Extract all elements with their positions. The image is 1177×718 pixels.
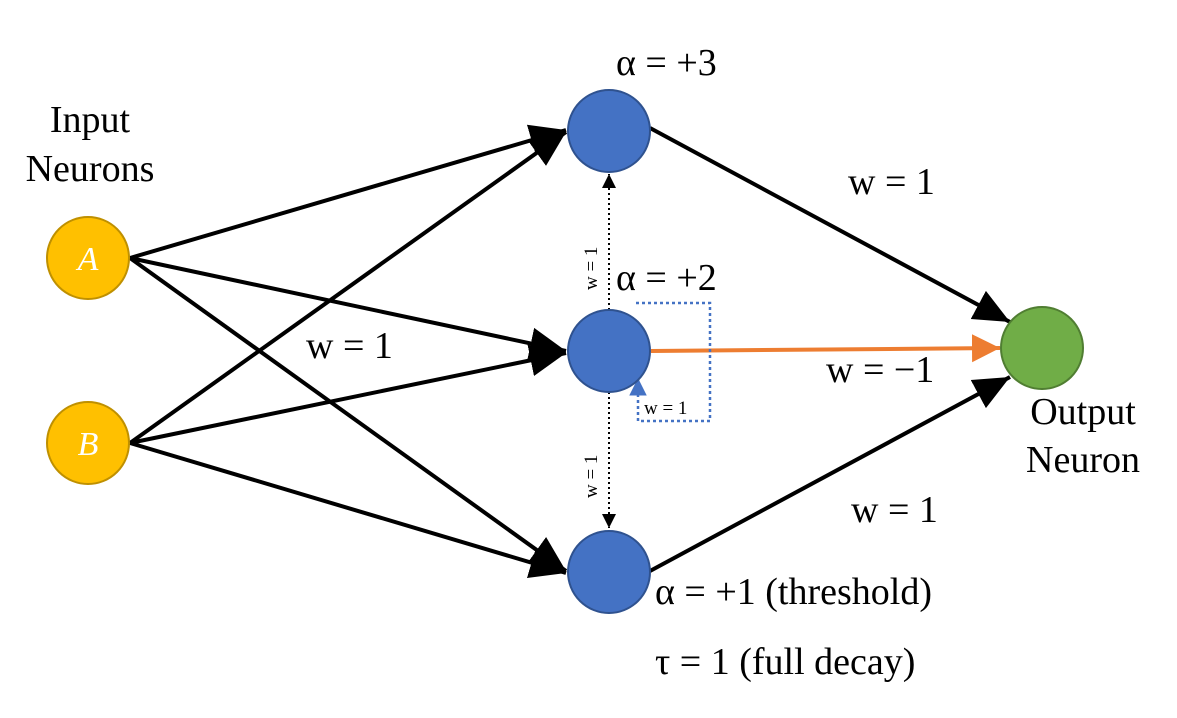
edge-a-to-mid bbox=[129, 256, 567, 360]
edge-top-to-output bbox=[649, 126, 1011, 324]
hidden-node-top bbox=[567, 89, 651, 173]
input-node-b: B bbox=[46, 401, 130, 485]
alpha-mid-label: α = +2 bbox=[616, 257, 717, 299]
input-node-a: A bbox=[46, 216, 130, 300]
weight-bottom-output-label: w = 1 bbox=[851, 489, 938, 531]
edge-b-to-mid bbox=[129, 344, 567, 445]
input-node-b-circle bbox=[46, 401, 130, 485]
alpha-bottom-label: α = +1 (threshold) bbox=[655, 571, 932, 613]
edge-b-to-bottom bbox=[129, 441, 567, 579]
weight-vertical-down-label: w = 1 bbox=[581, 455, 602, 498]
input-node-a-circle bbox=[46, 216, 130, 300]
weight-inputs-label: w = 1 bbox=[306, 325, 393, 367]
weight-mid-output-label: w = −1 bbox=[826, 349, 934, 391]
output-node bbox=[1000, 306, 1084, 390]
input-neurons-label-line1: Input bbox=[50, 99, 131, 141]
hidden-node-bottom bbox=[567, 530, 651, 614]
edge-bottom-to-output bbox=[649, 375, 1011, 573]
input-to-hidden-edges bbox=[128, 124, 568, 579]
edge-a-to-top bbox=[129, 124, 567, 260]
edge-a-to-bottom bbox=[128, 256, 568, 573]
edge-b-to-top bbox=[128, 130, 568, 445]
weight-self-loop-label: w = 1 bbox=[644, 398, 687, 419]
input-neurons-label-line2: Neurons bbox=[26, 148, 155, 190]
alpha-top-label: α = +3 bbox=[616, 42, 717, 84]
input-node-b-label: B bbox=[78, 426, 99, 463]
tau-label: τ = 1 (full decay) bbox=[655, 641, 915, 683]
self-loop-box bbox=[636, 301, 712, 423]
weight-vertical-up-label: w = 1 bbox=[581, 247, 602, 290]
input-node-a-label: A bbox=[76, 241, 99, 278]
hidden-node-mid bbox=[567, 309, 651, 393]
output-neuron-label-line2: Neuron bbox=[1026, 439, 1140, 481]
output-neuron-label-line1: Output bbox=[1030, 391, 1136, 433]
weight-top-output-label: w = 1 bbox=[848, 161, 935, 203]
